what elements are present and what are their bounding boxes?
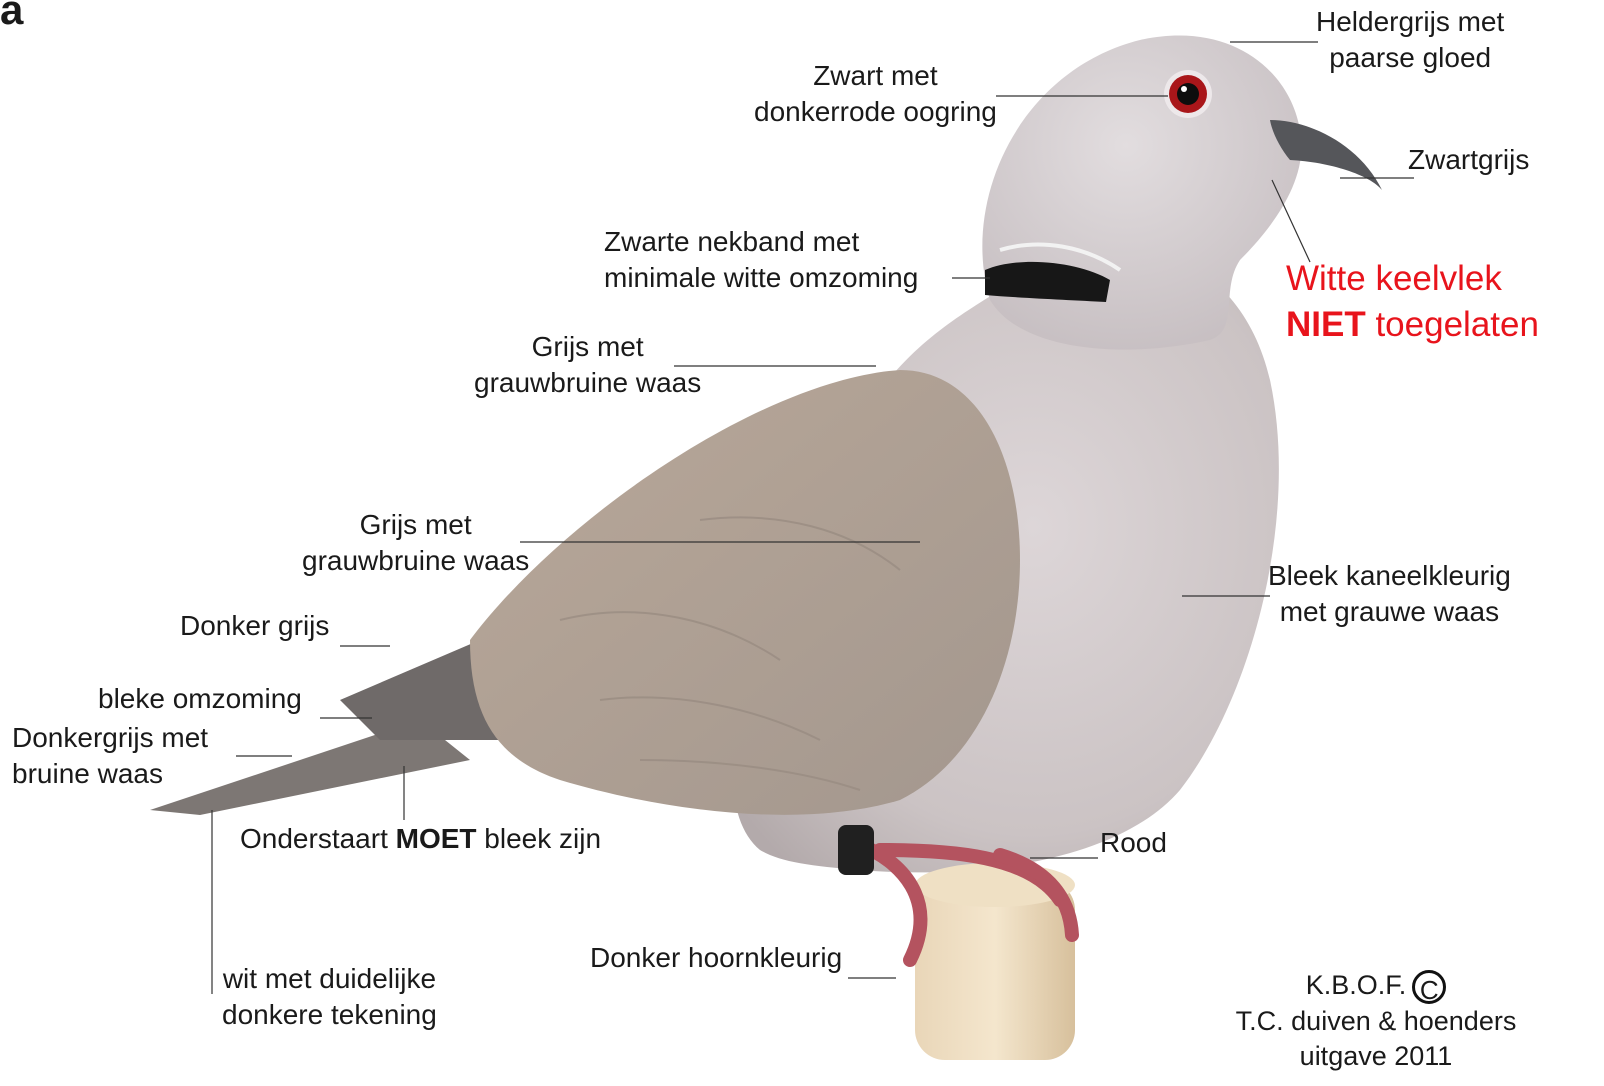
wing-shape bbox=[470, 370, 1020, 815]
label-eye: Zwart met donkerrode oogring bbox=[754, 58, 997, 130]
label-neckband: Zwarte nekband met minimale witte omzomi… bbox=[604, 224, 918, 296]
credit-edition: uitgave 2011 bbox=[1228, 1039, 1524, 1074]
label-wing: Grijs met grauwbruine waas bbox=[302, 507, 529, 579]
label-tail: Donkergrijs met bruine waas bbox=[12, 720, 208, 792]
eye-pupil bbox=[1177, 83, 1199, 105]
label-edging: bleke omzoming bbox=[98, 681, 302, 717]
credit-org: K.B.O.F. bbox=[1306, 970, 1407, 1000]
label-head: Heldergrijs met paarse gloed bbox=[1316, 4, 1504, 76]
leg-ring bbox=[838, 825, 874, 875]
label-breast: Bleek kaneelkleurig met grauwe waas bbox=[1268, 558, 1511, 630]
credit-block: K.B.O.F.C T.C. duiven & hoenders uitgave… bbox=[1228, 968, 1524, 1074]
label-mantle: Grijs met grauwbruine waas bbox=[474, 329, 701, 401]
head-shape bbox=[982, 36, 1301, 350]
credit-publisher: T.C. duiven & hoenders bbox=[1228, 1004, 1524, 1039]
label-undertail: Onderstaart MOET bleek zijn bbox=[240, 821, 601, 857]
label-primaries: Donker grijs bbox=[180, 608, 329, 644]
label-legs: Rood bbox=[1100, 825, 1167, 861]
copyright-icon: C bbox=[1412, 970, 1446, 1004]
label-beak: Zwartgrijs bbox=[1408, 142, 1529, 178]
label-tail-underside: wit met duidelijke donkere tekening bbox=[222, 961, 437, 1033]
label-throat-warning: Witte keelvlek NIET toegelaten bbox=[1286, 256, 1539, 348]
label-claws: Donker hoornkleurig bbox=[590, 940, 842, 976]
